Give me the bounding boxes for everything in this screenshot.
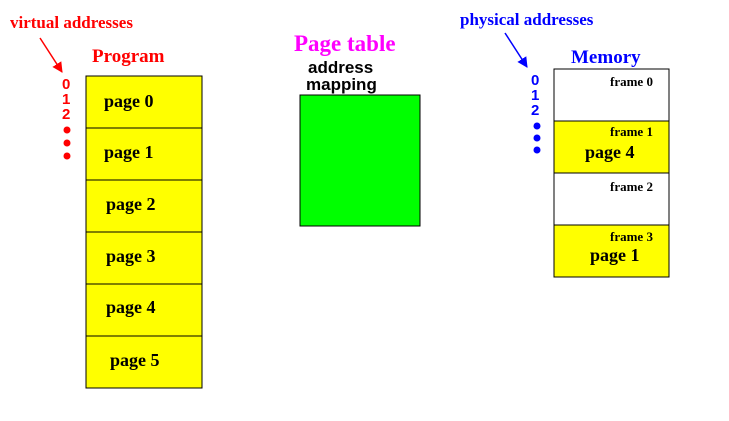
memory-frames: frame 0 frame 1 page 4 frame 2 frame 3 p… [553,68,670,278]
memory-frame-label: frame 1 [610,124,653,139]
memory-frame-box [553,172,670,226]
page-table-box [299,94,421,227]
memory-frame-box [553,68,670,122]
memory-frame-label: frame 2 [610,179,653,194]
program-page-label: page 0 [104,91,154,111]
program-page-box [85,75,203,129]
physical-addresses-label: physical addresses [460,10,594,29]
page-table-title: Page table [294,31,396,56]
physical-ellipsis-dot [533,122,541,130]
memory-frame-label: frame 0 [610,74,653,89]
program-title: Program [92,46,165,67]
virtual-ellipsis-dot [63,152,71,160]
page-table-label-address: address [308,58,373,77]
virtual-index-1: 1 [62,91,70,108]
program-page-box [85,127,203,181]
memory-title: Memory [571,47,641,68]
virtual-index-2: 2 [62,106,70,123]
physical-index-0: 0 [531,72,539,89]
memory-frame-content: page 4 [585,142,635,162]
virtual-addresses-arrow [39,37,63,73]
virtual-ellipsis-dot [63,139,71,147]
program-page-box [85,335,203,389]
memory-frame-box [553,224,670,278]
memory-frame-label: frame 3 [610,229,653,244]
program-page-box [85,283,203,337]
program-pages: page 0 page 1 page 2 page 3 page 4 page … [85,75,203,389]
program-page-label: page 2 [106,194,156,214]
virtual-ellipsis-dot [63,126,71,134]
memory-frame-box [553,120,670,174]
program-page-label: page 4 [106,297,156,317]
memory-frame-content: page 1 [590,245,640,265]
physical-addresses-arrow [504,32,528,68]
program-page-label: page 3 [106,246,156,266]
physical-ellipsis-dot [533,146,541,154]
page-table-label-mapping: mapping [306,75,377,94]
program-page-box [85,231,203,285]
virtual-index-0: 0 [62,76,70,93]
virtual-addresses-label: virtual addresses [10,13,133,32]
physical-index-1: 1 [531,87,539,104]
physical-index-2: 2 [531,102,539,119]
physical-ellipsis-dot [533,134,541,142]
program-page-label: page 5 [110,350,160,370]
program-page-label: page 1 [104,142,154,162]
